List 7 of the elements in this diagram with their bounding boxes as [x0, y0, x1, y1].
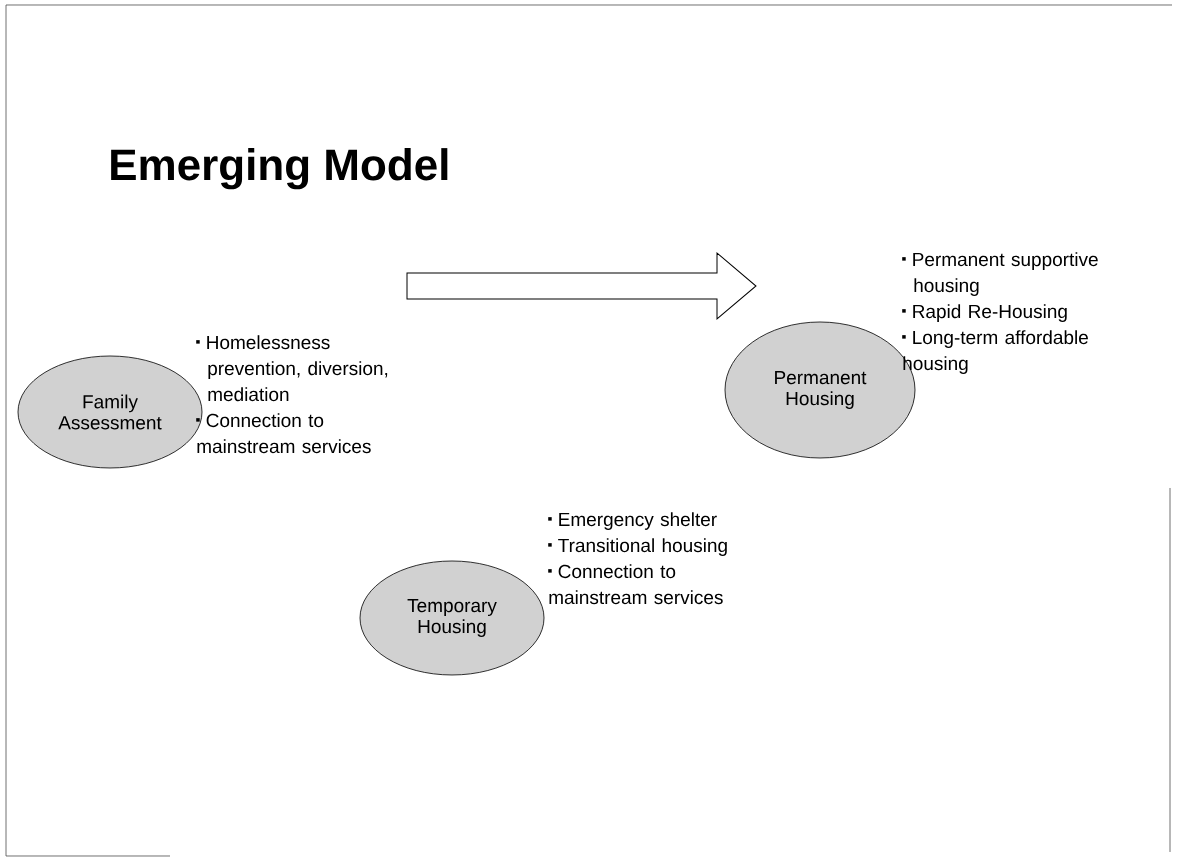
bullet-item: Emergency shelter	[548, 512, 717, 530]
title: Emerging Model	[111, 148, 448, 190]
bullet-item: Rapid Re-Housing	[902, 304, 1067, 322]
ellipse-node: Temporary Housing	[359, 560, 545, 676]
bullet-item: Connection to mainstream services	[548, 564, 723, 605]
bullet-item: Permanent supportive housing	[902, 252, 1098, 296]
bullet-item: Transitional housing	[548, 538, 727, 556]
